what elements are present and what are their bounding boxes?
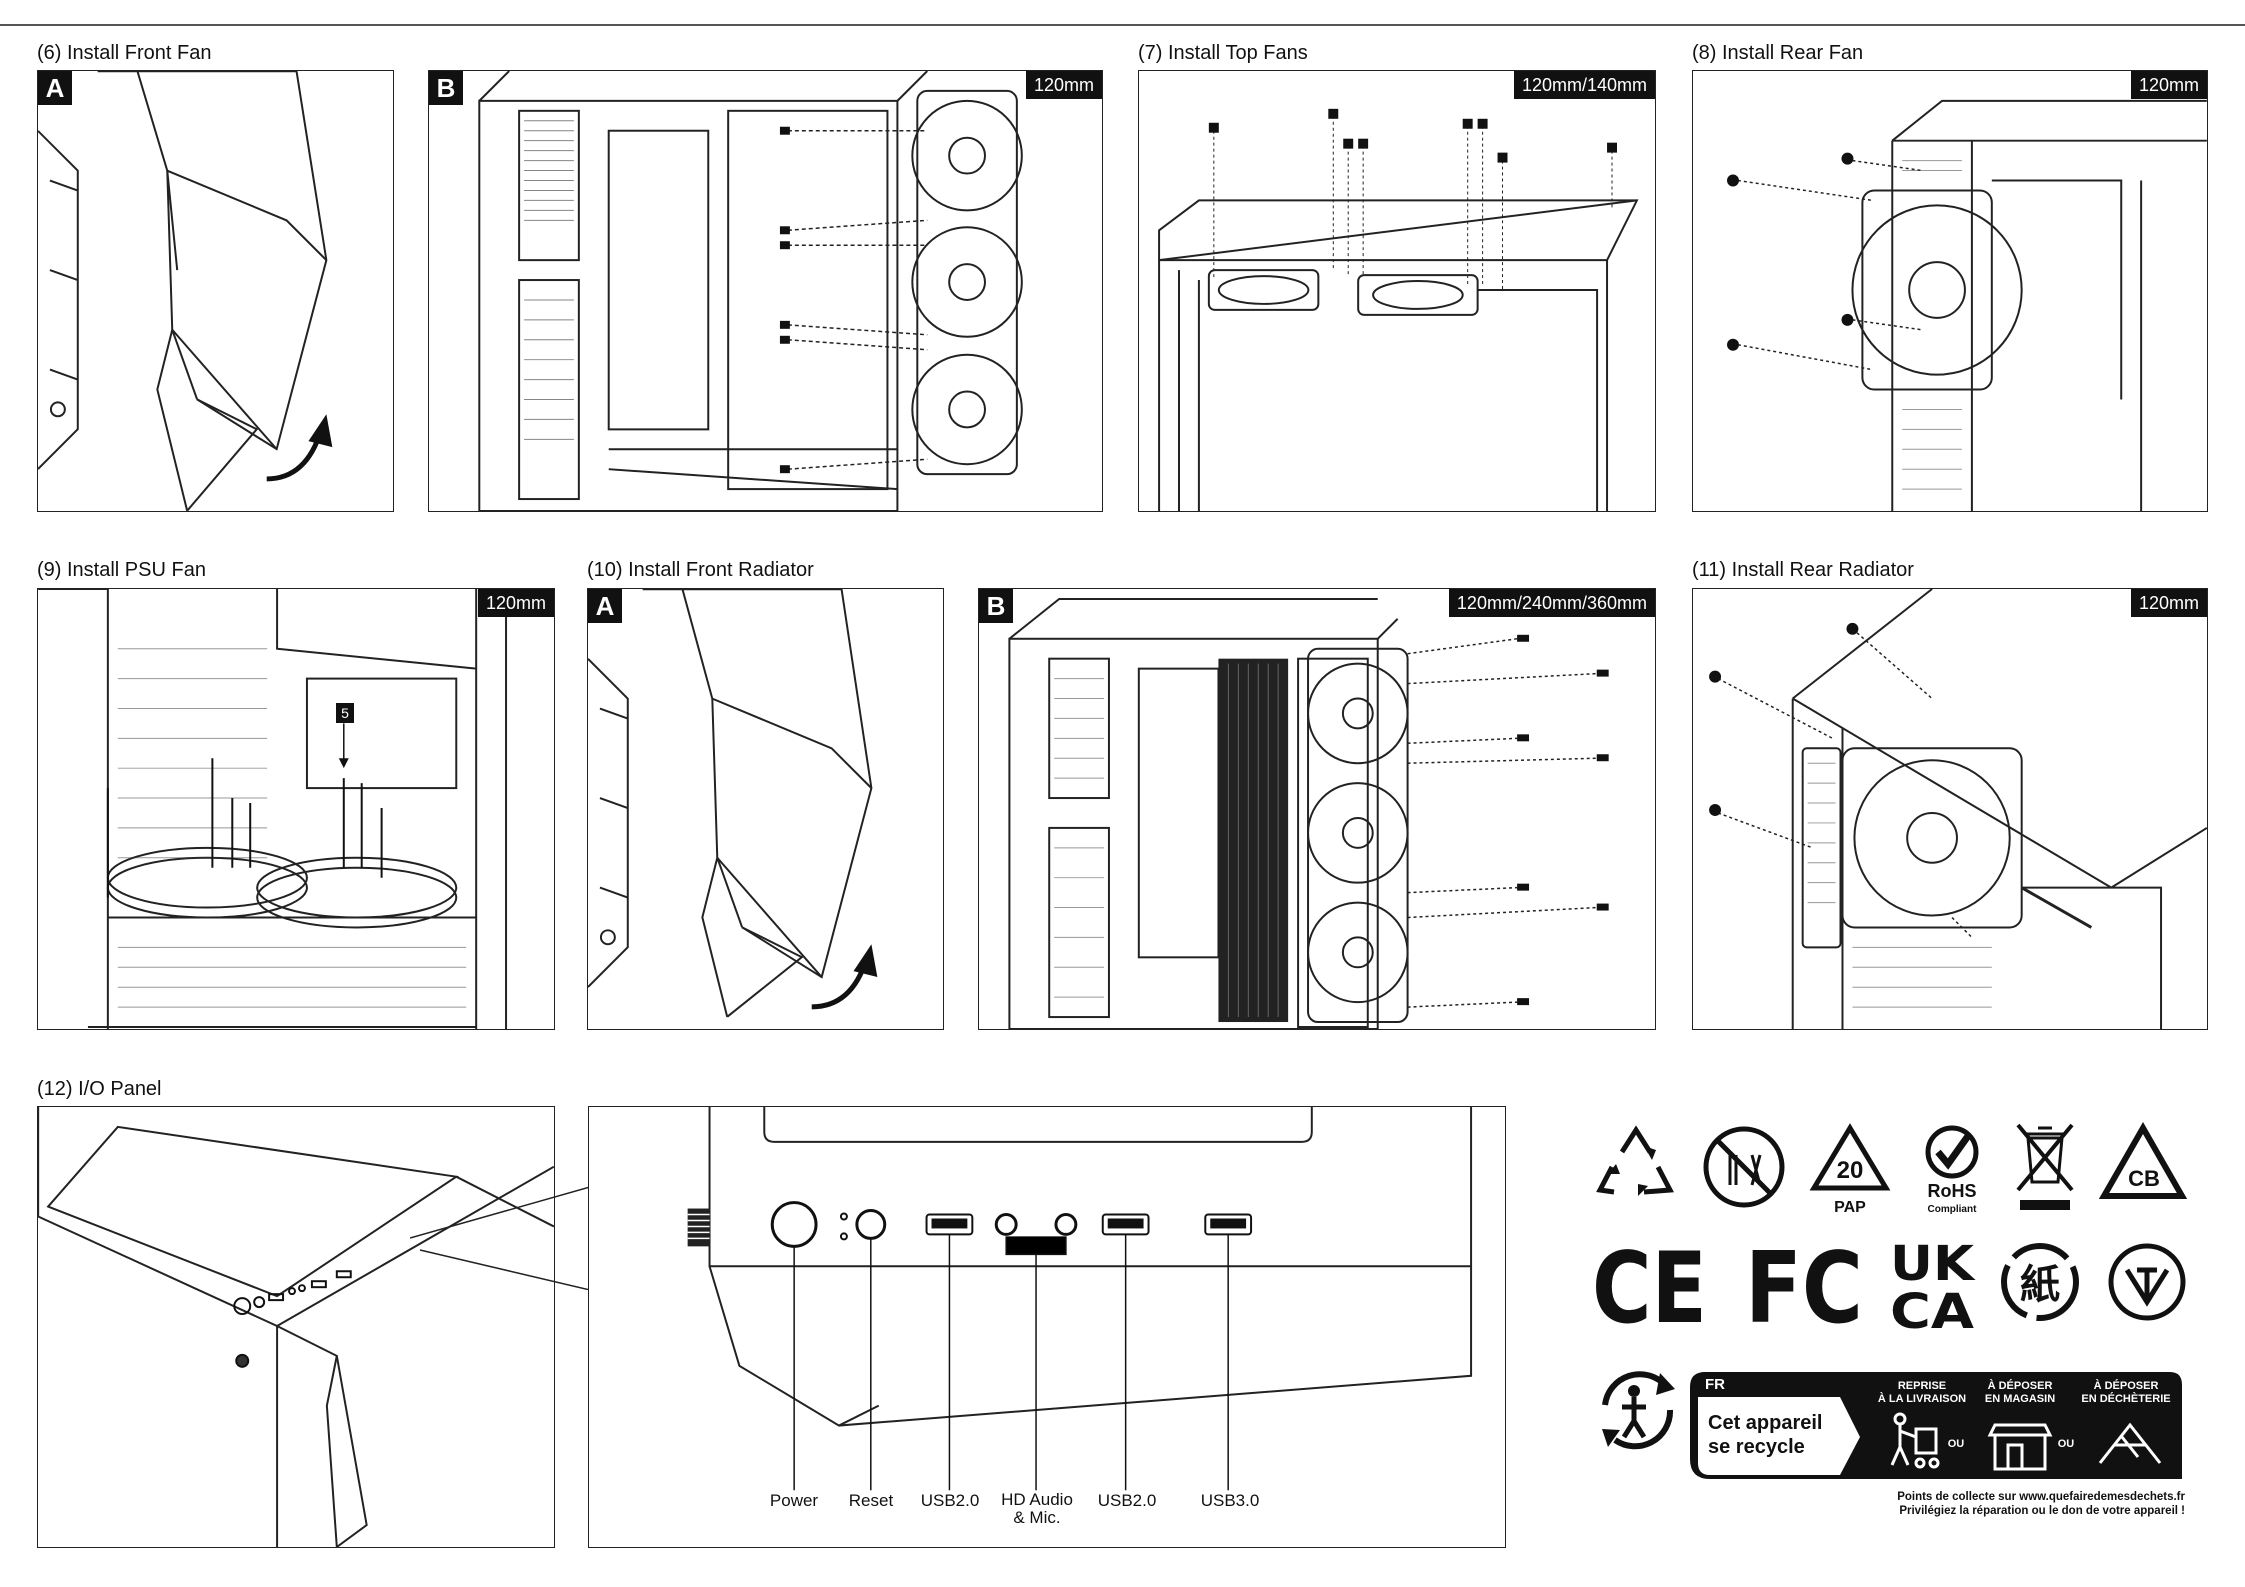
io-port-closeup-illustration xyxy=(687,1107,1473,1491)
rohs-sub-text: Compliant xyxy=(1928,1204,1978,1215)
rear-fan-illustration xyxy=(1727,99,2207,511)
recycle-footer-line1: Points de collecte sur www.quefairedemes… xyxy=(1897,1491,2185,1503)
pap-20-recycling-icon: 20 PAP xyxy=(1809,1123,1891,1216)
paper-recycle-icon: 紙 xyxy=(2001,1243,2079,1321)
io-label-usb3: USB3.0 xyxy=(1200,1491,1260,1510)
pap-number: 20 xyxy=(1837,1157,1864,1184)
screw-count-marker: 5 xyxy=(336,703,354,723)
io-label-hd-audio: HD Audio & Mic. xyxy=(1001,1490,1073,1527)
size-tag: 120mm/140mm xyxy=(1513,71,1655,99)
ce-text: CE xyxy=(1592,1240,1707,1330)
fr-badge: FR xyxy=(1705,1376,1725,1393)
weee-bin-icon xyxy=(2016,1123,2074,1210)
size-tag: 120mm xyxy=(477,589,554,617)
io-overview-panel xyxy=(37,1106,555,1548)
fc-text: FC xyxy=(1745,1240,1863,1330)
step-9-title: (9) Install PSU Fan xyxy=(37,559,206,581)
ou-2: OU xyxy=(2058,1438,2075,1450)
step-10-panel-b: B 120mm/240mm/360mm xyxy=(978,588,1656,1030)
rohs-text: RoHS xyxy=(1928,1181,1977,1201)
recycle-footer-line2: Privilégiez la réparation ou le don de v… xyxy=(1899,1505,2185,1517)
io-detail-panel: Power Reset USB2.0 HD Audio & Mic. USB2.… xyxy=(588,1106,1506,1548)
front-fan-mounting-illustration xyxy=(478,71,1023,511)
ca-text: CA xyxy=(1890,1284,1974,1333)
step-6-panel-a: A xyxy=(37,70,394,512)
option3-line2: EN DÉCHÈTERIE xyxy=(2081,1392,2170,1405)
step-label-a: A xyxy=(38,71,72,105)
step-label-b: B xyxy=(979,589,1013,623)
step-10-panel-a: A xyxy=(587,588,944,1030)
step-6-title: (6) Install Front Fan xyxy=(37,42,212,64)
power-button-icon xyxy=(770,1201,818,1248)
io-label-usb2-left: USB2.0 xyxy=(920,1491,980,1510)
cb-text: CB xyxy=(2128,1166,2160,1191)
size-tag: 120mm xyxy=(1025,71,1102,99)
io-label-usb2-right: USB2.0 xyxy=(1097,1491,1157,1510)
fcc-mark-icon: FC xyxy=(1745,1240,1863,1330)
step-6-panel-b: B 120mm xyxy=(428,70,1103,512)
step-label-a: A xyxy=(588,589,622,623)
delivery-person-icon xyxy=(1890,1412,1940,1469)
front-panel-removal-illustration xyxy=(588,589,878,1018)
front-panel-removal-illustration xyxy=(38,71,333,511)
zoom-callout-lines xyxy=(410,1186,590,1290)
recycle-headline-line1: Cet appareil xyxy=(1708,1412,1822,1434)
cb-recycling-icon: CB xyxy=(2098,1122,2188,1199)
io-label-reset: Reset xyxy=(848,1491,894,1510)
rohs-compliant-icon: RoHS Compliant xyxy=(1925,1125,1979,1215)
ukca-mark-icon: UK CA xyxy=(1890,1238,1976,1333)
top-fans-illustration xyxy=(1158,108,1639,511)
step-8-panel: 120mm xyxy=(1692,70,2208,512)
step-11-title: (11) Install Rear Radiator xyxy=(1692,559,1914,581)
ce-mark-icon: CE xyxy=(1592,1240,1707,1330)
option1-line2: À LA LIVRAISON xyxy=(1878,1392,1966,1405)
step-11-panel: 120mm xyxy=(1692,588,2208,1030)
size-tag: 120mm xyxy=(2130,589,2207,617)
option2-line2: EN MAGASIN xyxy=(1985,1393,2055,1405)
pap-label: PAP xyxy=(1834,1199,1866,1216)
compliance-check-icon xyxy=(2108,1243,2186,1321)
ou-1: OU xyxy=(1948,1438,1965,1450)
french-recycling-label: FR Cet appareil se recycle REPRISE À LA … xyxy=(1690,1372,2182,1479)
option3-line1: À DÉPOSER xyxy=(2094,1379,2159,1392)
step-9-panel: 120mm 5 xyxy=(37,588,555,1030)
size-tag: 120mm/240mm/360mm xyxy=(1448,589,1655,617)
size-tag: 120mm xyxy=(2130,71,2207,99)
store-icon xyxy=(1987,1423,2053,1471)
case-top-corner-illustration xyxy=(38,1107,554,1547)
psu-fan-illustration xyxy=(38,589,508,1029)
step-7-title: (7) Install Top Fans xyxy=(1138,42,1308,64)
recycle-headline-line2: se recycle xyxy=(1708,1436,1805,1458)
triman-icon xyxy=(1602,1371,1675,1450)
step-label-b: B xyxy=(429,71,463,105)
step-8-title: (8) Install Rear Fan xyxy=(1692,42,1864,64)
paper-text: 紙 xyxy=(2020,1262,2060,1308)
top-rule xyxy=(0,24,2245,26)
step-10-title: (10) Install Front Radiator xyxy=(587,559,814,581)
front-radiator-illustration xyxy=(1008,597,1609,1029)
option1-line1: REPRISE xyxy=(1898,1380,1946,1392)
step-12-title: (12) I/O Panel xyxy=(37,1078,162,1100)
option2-line1: À DÉPOSER xyxy=(1988,1379,2053,1392)
uk-text: UK xyxy=(1890,1238,1976,1292)
rear-radiator-illustration xyxy=(1709,589,2207,1029)
recycle-icon xyxy=(1596,1125,1674,1196)
io-label-power: Power xyxy=(769,1491,819,1510)
waste-center-icon xyxy=(2098,1422,2162,1464)
no-food-contact-icon xyxy=(1703,1126,1785,1208)
step-7-panel: 120mm/140mm xyxy=(1138,70,1656,512)
